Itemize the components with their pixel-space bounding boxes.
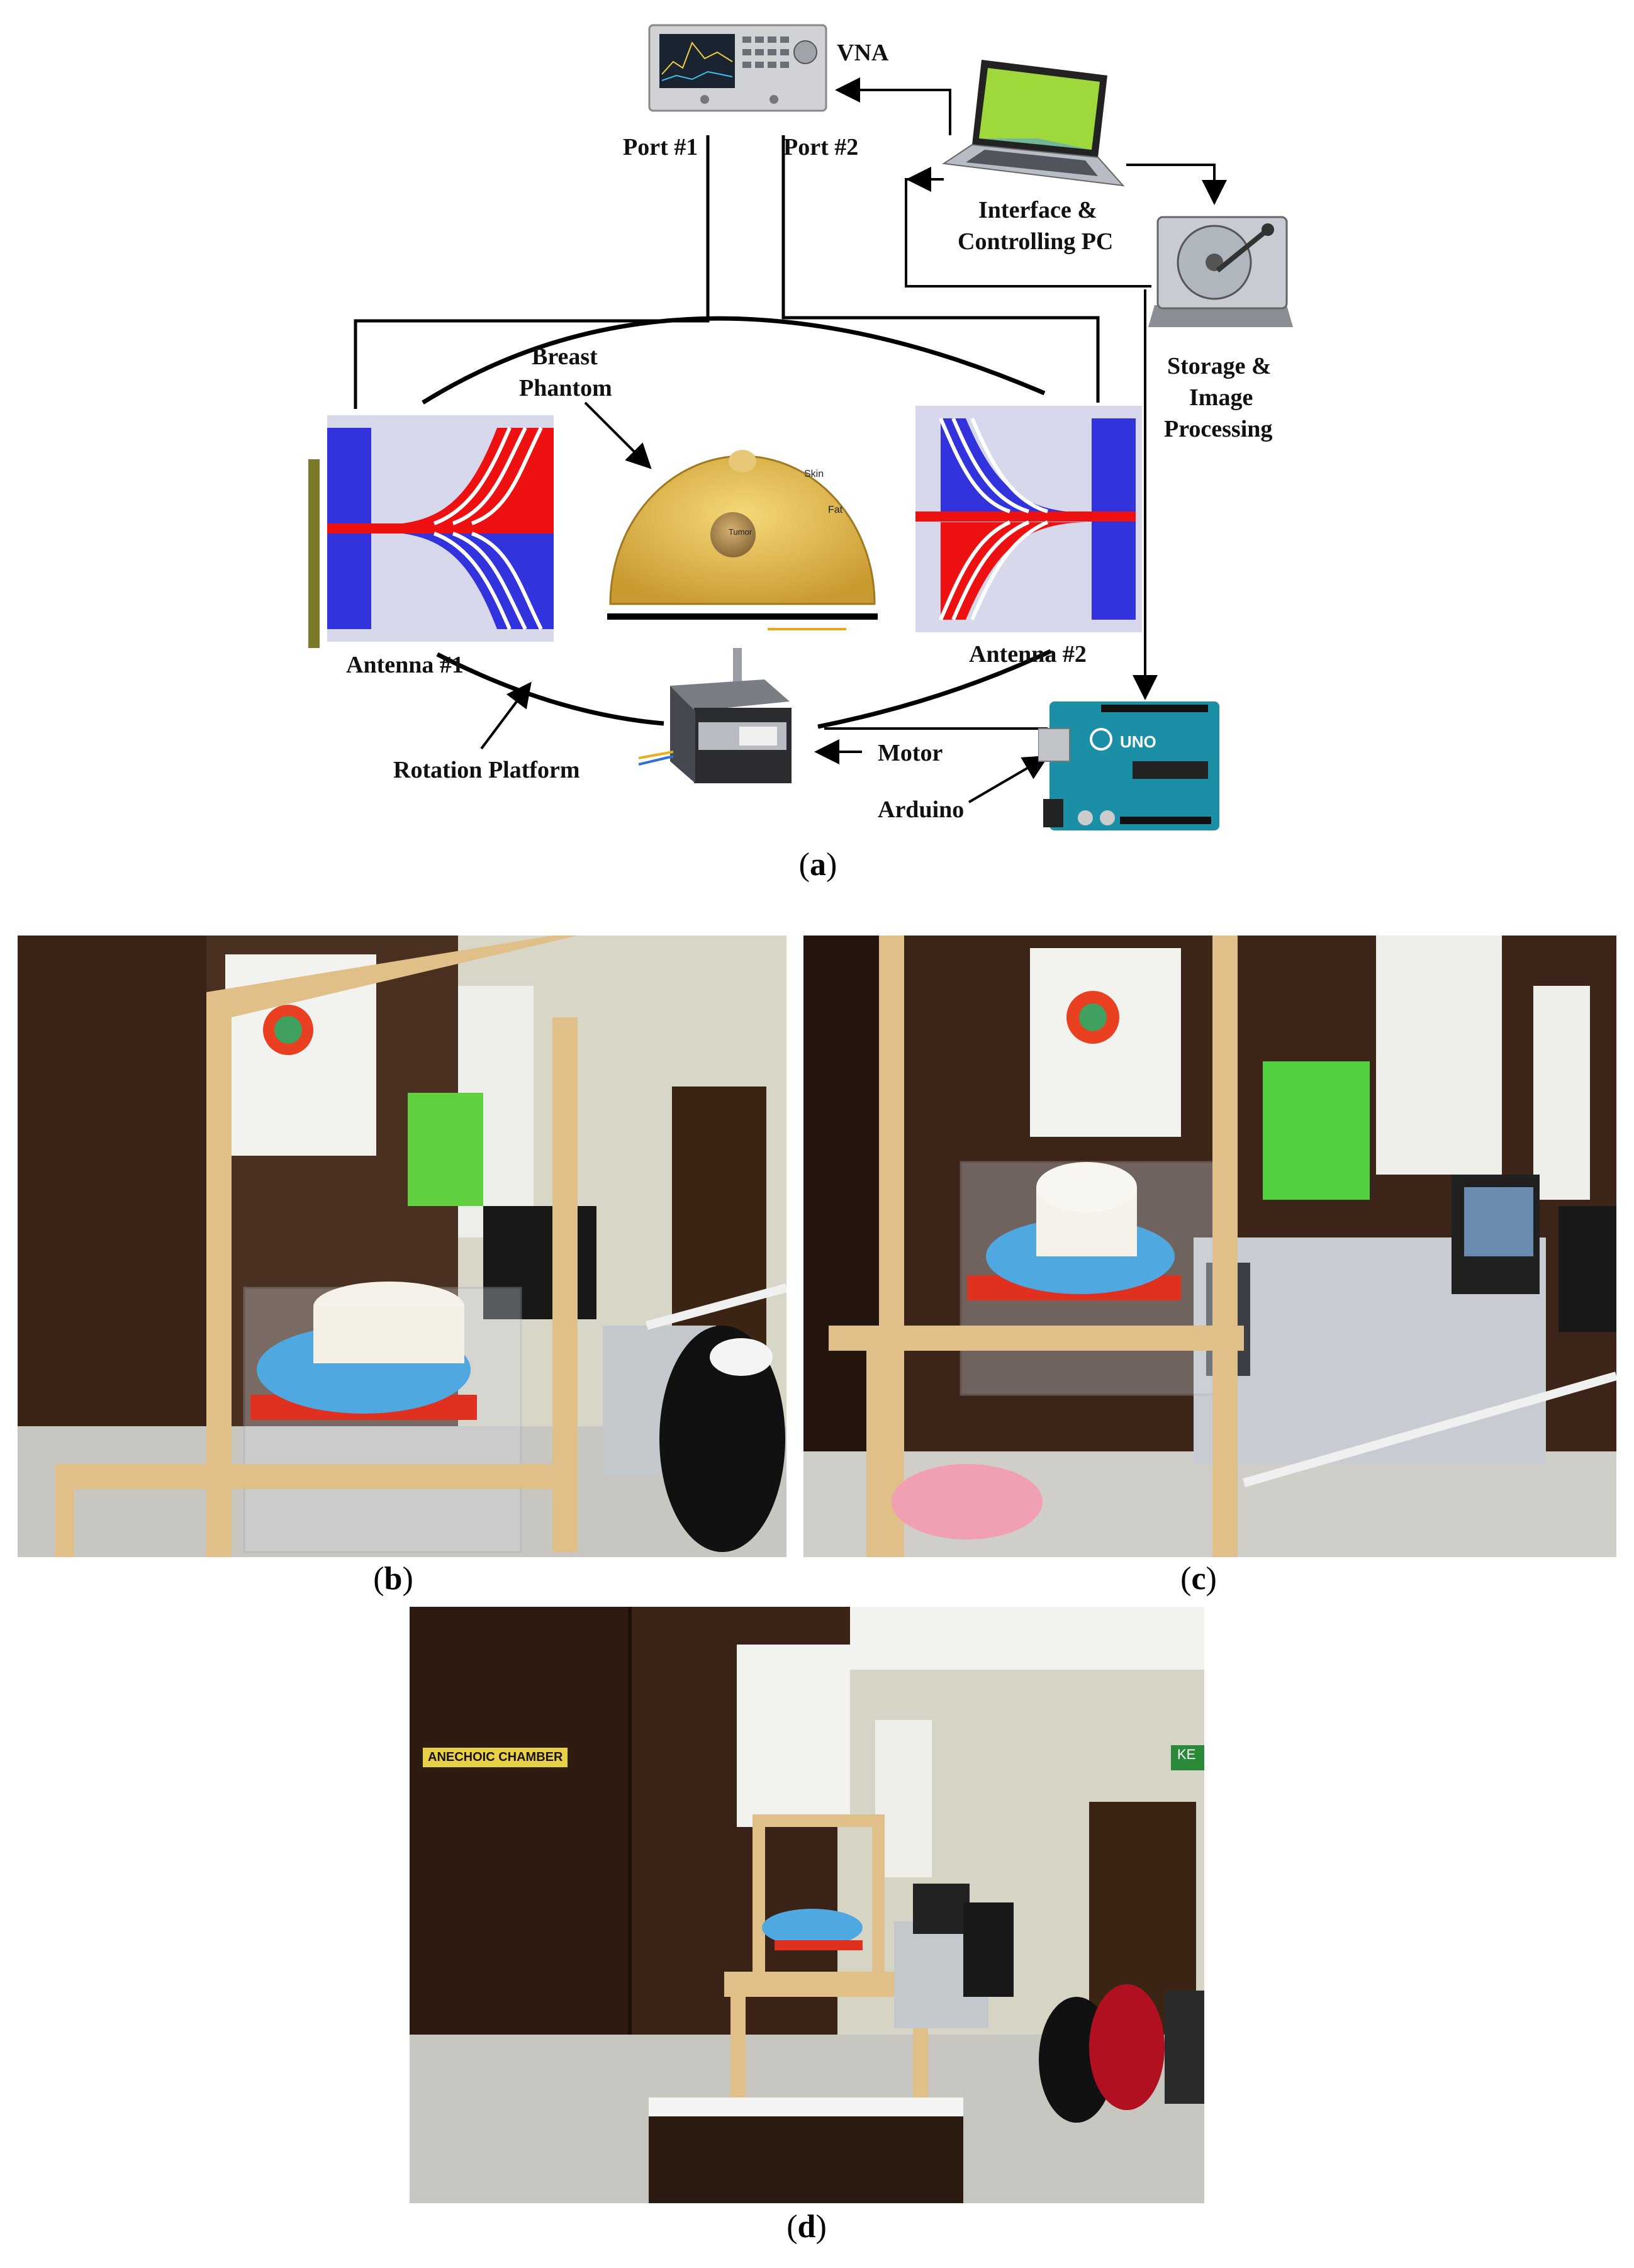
arduino-arrow bbox=[968, 755, 1049, 803]
caption-a: (a) bbox=[798, 847, 837, 883]
diagram-panel: VNA Port #1 Port #2 Interface & Controll… bbox=[0, 0, 1634, 906]
port1-label: Port #1 bbox=[623, 134, 698, 160]
rotation-arc-top bbox=[422, 316, 1046, 405]
storage-label-2: Image bbox=[1189, 384, 1253, 411]
antenna1-label: Antenna #1 bbox=[346, 652, 464, 678]
phantom-label-2: Phantom bbox=[519, 375, 612, 401]
rotation-label: Rotation Platform bbox=[393, 757, 580, 783]
skin-label: Skin bbox=[804, 469, 824, 479]
stepper-motor-icon bbox=[639, 648, 792, 783]
phantom-arrow bbox=[584, 401, 652, 469]
tumor-label: Tumor bbox=[729, 527, 753, 537]
caption-d: (d) bbox=[786, 2209, 827, 2245]
antenna2-label: Antenna #2 bbox=[969, 641, 1087, 668]
pc-to-vna-arrow bbox=[835, 77, 951, 135]
photo-c bbox=[803, 936, 1616, 1557]
caption-b: (b) bbox=[373, 1561, 413, 1597]
vna-label: VNA bbox=[837, 40, 889, 66]
port2-label: Port #2 bbox=[783, 134, 859, 160]
storage-label-1: Storage & bbox=[1167, 353, 1272, 379]
arduino-board-text: UNO bbox=[1120, 732, 1156, 751]
storage-label-3: Processing bbox=[1164, 416, 1273, 442]
anechoic-chamber-sign: ANECHOIC CHAMBER bbox=[421, 1746, 570, 1769]
pc-to-storage-arrow bbox=[1126, 164, 1227, 205]
vna-instrument bbox=[648, 24, 827, 112]
antenna2-graphic bbox=[915, 406, 1142, 632]
pc-label-2: Controlling PC bbox=[958, 228, 1114, 255]
port2-wire bbox=[781, 135, 1100, 403]
hard-drive-icon bbox=[1148, 216, 1293, 327]
exit-sign: KE bbox=[1175, 1746, 1199, 1763]
photo-b bbox=[18, 936, 786, 1557]
caption-c: (c) bbox=[1180, 1561, 1217, 1597]
connection-wires bbox=[354, 77, 1227, 803]
arduino-board-icon: UNO bbox=[1038, 701, 1219, 830]
motor-label: Motor bbox=[878, 740, 943, 766]
phantom-label-1: Breast bbox=[532, 344, 598, 370]
rotation-arc-bottom-left bbox=[436, 652, 664, 726]
laptop-icon bbox=[942, 60, 1125, 187]
port1-wire bbox=[354, 135, 710, 409]
pc-label-1: Interface & bbox=[978, 197, 1097, 223]
fat-label: Fat bbox=[828, 505, 843, 515]
photo-d: ANECHOIC CHAMBER KE bbox=[410, 1607, 1204, 2203]
arduino-label: Arduino bbox=[878, 796, 965, 823]
antenna1-graphic bbox=[308, 415, 554, 648]
rotation-arrow bbox=[480, 681, 532, 750]
rotation-arc-bottom-right bbox=[817, 649, 1052, 729]
breast-phantom-graphic bbox=[607, 450, 878, 630]
